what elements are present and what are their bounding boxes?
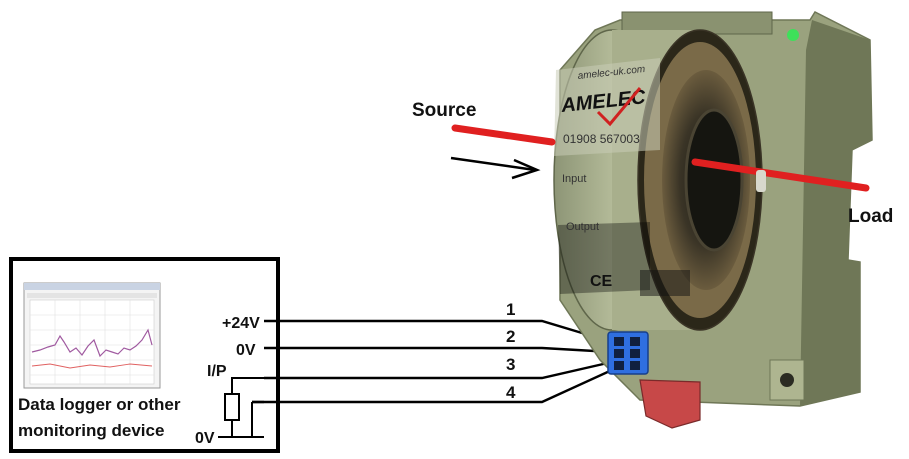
load-label: Load (848, 206, 893, 227)
current-sensor (553, 11, 873, 429)
wire-number-4: 4 (506, 383, 516, 402)
device-phone: 01908 567003 (563, 132, 640, 146)
signal-wires (252, 319, 613, 404)
brand-tick-mark (596, 87, 642, 127)
box-caption-line2: monitoring device (18, 421, 164, 440)
box-caption-line1: Data logger or other (18, 395, 181, 414)
terminal-label-0v-bottom: 0V (195, 430, 215, 447)
device-input-label: Input (562, 173, 586, 185)
current-direction-arrow (450, 156, 541, 180)
status-led (787, 29, 799, 41)
input-resistor (218, 377, 264, 438)
terminal-label-ip: I/P (207, 363, 227, 380)
wire-number-3: 3 (506, 355, 515, 374)
device-output-label: Output (566, 221, 599, 233)
terminal-label-24v: +24V (222, 315, 260, 332)
wire-number-1: 1 (506, 300, 515, 319)
data-logger-screenshot (23, 282, 161, 389)
source-conductor (451, 124, 556, 146)
terminal-label-0v: 0V (236, 342, 256, 359)
wire-number-2: 2 (506, 327, 515, 346)
device-ce-mark: CE (590, 273, 613, 290)
load-conductor-insulator (756, 170, 766, 192)
terminal-connector (607, 331, 649, 375)
source-label: Source (412, 100, 476, 121)
load-conductor (691, 158, 870, 192)
